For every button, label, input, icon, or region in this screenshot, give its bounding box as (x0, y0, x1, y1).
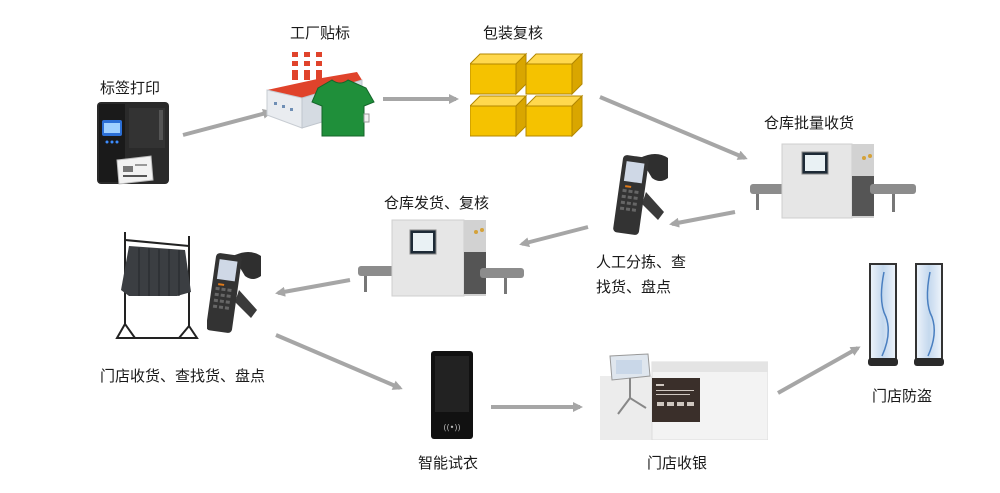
wh-ship-label: 仓库发货、复核 (384, 194, 490, 212)
arrow-store-to-fitting (275, 333, 403, 390)
store-receive-label: 门店收货、查找货、盘点 (100, 367, 266, 385)
boxes-icon (468, 52, 585, 138)
store-checkout-label: 门店收银 (647, 454, 708, 472)
arrow-sort-to-wh-ship (519, 225, 589, 248)
arrow-wh-ship-to-store (275, 278, 351, 297)
tunnel-scanner-icon (742, 140, 917, 222)
tunnel-scanner-icon (354, 218, 526, 298)
svg-text:((•)): ((•)) (443, 423, 460, 432)
smart-mirror-icon: ((•)) (430, 350, 474, 440)
factory-tshirt-icon (262, 50, 382, 140)
clothes-rack-icon (115, 226, 200, 342)
smart-fitting-label: 智能试衣 (418, 454, 479, 472)
manual-sort-label-line1: 人工分拣、查 (596, 253, 687, 271)
arrow-checkout-to-antitheft (777, 346, 861, 395)
arrow-print-to-factory (182, 108, 273, 137)
factory-tag-label: 工厂贴标 (290, 24, 351, 42)
label-printer-icon (95, 100, 171, 186)
eas-gate-icon (866, 262, 950, 370)
handheld-reader-icon (612, 148, 670, 236)
pack-check-label: 包装复核 (483, 24, 544, 42)
arrow-wh-receive-to-sort (669, 210, 736, 228)
store-antitheft-label: 门店防盗 (872, 387, 933, 405)
wh-receive-label: 仓库批量收货 (764, 114, 855, 132)
checkout-counter-icon (600, 352, 769, 441)
handheld-reader-icon (206, 248, 265, 334)
label-print-label: 标签打印 (100, 79, 161, 97)
arrow-pack-to-wh-receive (599, 95, 748, 160)
manual-sort-label-line2: 找货、盘点 (596, 278, 672, 296)
